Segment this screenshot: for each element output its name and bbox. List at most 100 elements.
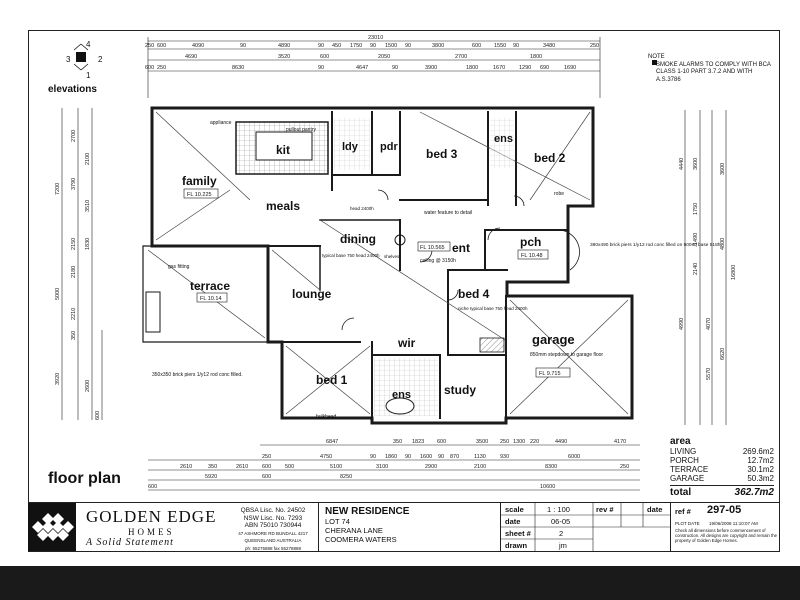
side-dimension-lines [61,108,727,425]
svg-text:3800: 3800 [432,43,444,49]
svg-text:600: 600 [145,65,154,71]
svg-text:3920: 3920 [55,373,61,385]
svg-text:2100: 2100 [474,464,486,470]
smoke-alarm-note: NOTE SMOKE ALARMS TO COMPLY WITH BCA CLA… [648,54,778,84]
svg-text:450: 450 [332,43,341,49]
svg-text:90: 90 [405,43,411,49]
svg-text:6620: 6620 [720,348,726,360]
svg-text:5570: 5570 [706,368,712,380]
svg-text:5000: 5000 [55,288,61,300]
svg-text:2700: 2700 [455,54,467,60]
svg-text:1600: 1600 [420,454,432,460]
svg-text:600: 600 [157,43,166,49]
svg-text:3510: 3510 [85,200,91,212]
svg-text:bulkhead: bulkhead [316,414,337,420]
svg-text:1830: 1830 [85,238,91,250]
bottom-frame-bar [0,566,800,600]
svg-text:250: 250 [500,439,509,445]
svg-text:3600: 3600 [720,163,726,175]
svg-text:1750: 1750 [350,43,362,49]
note-title: NOTE [648,54,665,60]
svg-text:380x490 brick piers 1/y12 rod: 380x490 brick piers 1/y12 rod conc fille… [590,242,721,248]
svg-text:FL 10.48: FL 10.48 [521,253,543,259]
svg-text:1690: 1690 [564,65,576,71]
svg-text:350x350 brick piers 1/y12 rod: 350x350 brick piers 1/y12 rod conc fille… [152,372,243,378]
svg-text:8250: 8250 [340,474,352,480]
elevation-compass: 4 3 2 1 [66,40,103,80]
bathtub [385,397,415,415]
svg-text:4647: 4647 [356,65,368,71]
svg-text:FL 10.14: FL 10.14 [200,296,222,302]
room-study: study [444,383,476,397]
svg-text:90: 90 [370,43,376,49]
svg-text:90: 90 [240,43,246,49]
svg-text:250: 250 [262,454,271,460]
svg-text:1860: 1860 [385,454,397,460]
svg-text:FL 10.225: FL 10.225 [187,192,212,198]
room-pch: pch [520,235,541,249]
floor-level-tags: FL 10.225 FL 10.14 FL 10.565 FL 10.48 FL… [183,188,571,378]
brand-name: GOLDEN EDGE [86,507,217,526]
svg-text:ceiling @ 3150h: ceiling @ 3150h [420,258,456,264]
svg-text:pullout pantry: pullout pantry [286,127,317,133]
area-title: area [670,436,691,447]
room-garage: garage [532,332,575,347]
room-ens-top: ens [494,133,513,145]
laundry-tiles [334,118,370,170]
drawing-title: floor plan [48,470,121,487]
svg-text:appliance: appliance [210,120,232,126]
svg-text:90: 90 [513,43,519,49]
room-ent: ent [452,241,470,255]
svg-text:8630: 8630 [232,65,244,71]
svg-text:90: 90 [438,454,444,460]
svg-text:2900: 2900 [425,464,437,470]
top-row2-dims: 4690 3520 600 2050 2700 1800 [185,54,542,60]
bottom-row3-dims: 600 500 5100 3100 2900 2100 8300 250 [262,464,629,470]
svg-text:7200: 7200 [55,183,61,195]
project-title: NEW RESIDENCE [325,506,410,517]
kitchen-bench [255,131,313,161]
svg-text:water feature to detail: water feature to detail [424,210,472,216]
svg-text:3100: 3100 [376,464,388,470]
svg-text:4690: 4690 [185,54,197,60]
bottom-row4-dims: 5920 600 8250 600 10600 [148,474,555,490]
svg-text:2610: 2610 [236,464,248,470]
room-meals: meals [266,199,300,213]
svg-text:3: 3 [66,55,71,64]
svg-text:2050: 2050 [378,54,390,60]
room-ens-bottom: ens [392,389,411,401]
svg-text:1130: 1130 [474,454,486,460]
room-lounge: lounge [292,287,332,301]
copyright-disclaimer: Check all dimensions before commencement… [675,528,777,544]
svg-text:niche typical base 750 head 24: niche typical base 750 head 2400h [458,306,528,311]
room-pdr: pdr [380,141,398,153]
svg-text:1: 1 [86,71,91,80]
feature-column [394,234,406,246]
svg-text:4750: 4750 [320,454,332,460]
svg-text:1800: 1800 [530,54,542,60]
svg-text:robe: robe [554,191,564,197]
building-walls [142,106,634,425]
svg-text:690: 690 [540,65,549,71]
svg-text:600: 600 [262,464,271,470]
svg-text:2140: 2140 [693,263,699,275]
svg-text:5100: 5100 [330,464,342,470]
elevations-label: elevations [48,84,97,95]
left-vertical-dims: 7200 5000 3920 2700 3790 3510 2150 2180 … [55,130,101,420]
svg-text:head 2400h: head 2400h [350,206,374,211]
project-info: NEW RESIDENCE LOT 74 CHERANA LANE COOMER… [318,503,498,551]
note-text: SMOKE ALARMS TO COMPLY WITH BCA CLASS 1-… [656,61,771,83]
svg-text:6000: 6000 [568,454,580,460]
svg-text:4490: 4490 [555,439,567,445]
svg-text:1823: 1823 [412,439,424,445]
svg-text:4: 4 [86,40,91,49]
svg-text:3790: 3790 [71,178,77,190]
svg-text:600: 600 [262,474,271,480]
svg-text:90: 90 [318,65,324,71]
golden-edge-logo-icon [28,503,76,551]
